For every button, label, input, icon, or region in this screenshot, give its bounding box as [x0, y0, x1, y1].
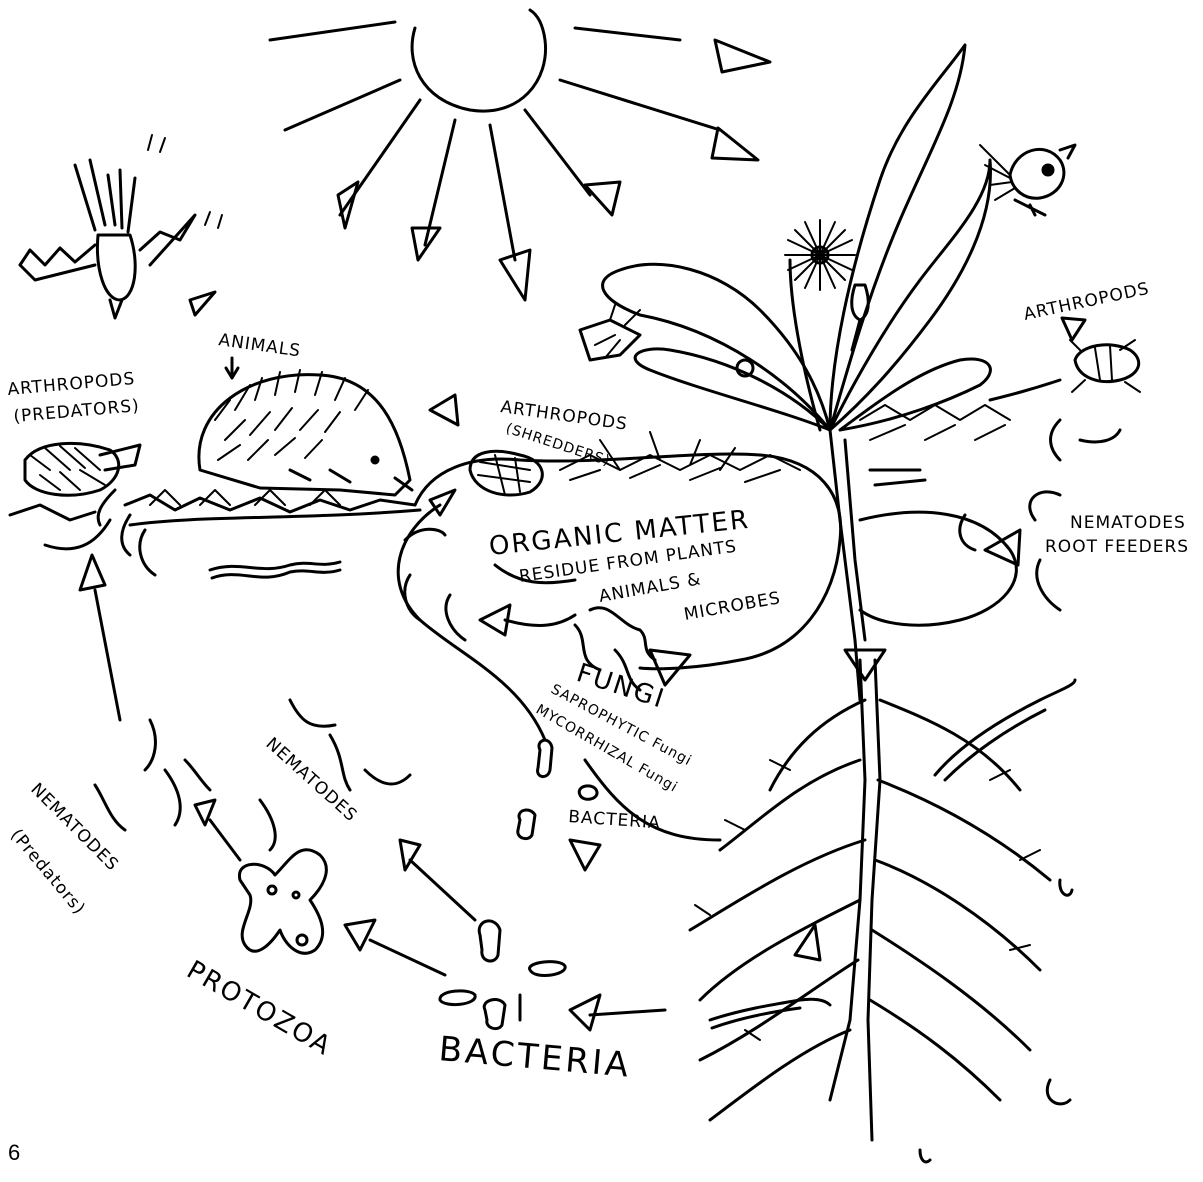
nematode-icon: [405, 529, 465, 640]
arrow-icon: [80, 555, 105, 590]
label-residue-animals: ANIMALS &: [597, 569, 702, 607]
arrow-icon: [430, 395, 458, 425]
protozoa-icon: [239, 850, 326, 954]
root-icon: [690, 660, 1072, 1162]
label-bacteria-upper: BACTERIA: [568, 807, 662, 833]
arrow-icon: [190, 292, 215, 315]
arrow-icon: [570, 995, 600, 1030]
arrow-icon: [345, 920, 375, 950]
label-arthropods-predators: ARTHROPODS: [7, 369, 136, 400]
arthropod-icon: [580, 305, 640, 360]
nematode-icon: [95, 720, 210, 830]
label-residue-microbes: MICROBES: [682, 588, 782, 625]
nematode-icon: [260, 700, 410, 850]
label-protozoa: PROTOZOA: [182, 955, 337, 1062]
arrow-icon: [570, 840, 600, 870]
organic-matter-bowl: [415, 432, 841, 669]
hedgehog-icon: [199, 370, 412, 495]
bird-icon: [20, 135, 222, 318]
plant-icon: [603, 45, 1017, 700]
bird-icon: [980, 145, 1075, 215]
sun-icon: [270, 10, 770, 300]
arthropod-icon: [1070, 340, 1140, 392]
label-animals: ANIMALS: [217, 330, 302, 361]
label-nematodes-root-sub: ROOT FEEDERS: [1045, 537, 1189, 557]
earthworm-icon: [210, 562, 340, 578]
label-bacteria-lower: BACTERIA: [437, 1029, 633, 1086]
label-nematodes-root: NEMATODES: [1070, 513, 1186, 533]
earthworm-icon: [935, 680, 1075, 780]
arthropod-icon: [10, 443, 140, 520]
label-arthropods-predators-sub: (PREDATORS): [13, 396, 141, 427]
page-number: 6: [8, 1140, 20, 1166]
label-arthropods-right: ARTHROPODS: [1022, 279, 1151, 325]
bacteria-icon: [440, 921, 565, 1029]
arrow-icon: [430, 490, 455, 515]
arrow-icon: [1062, 318, 1085, 340]
arrow-icon: [845, 650, 885, 680]
earthworm-icon: [710, 999, 830, 1028]
